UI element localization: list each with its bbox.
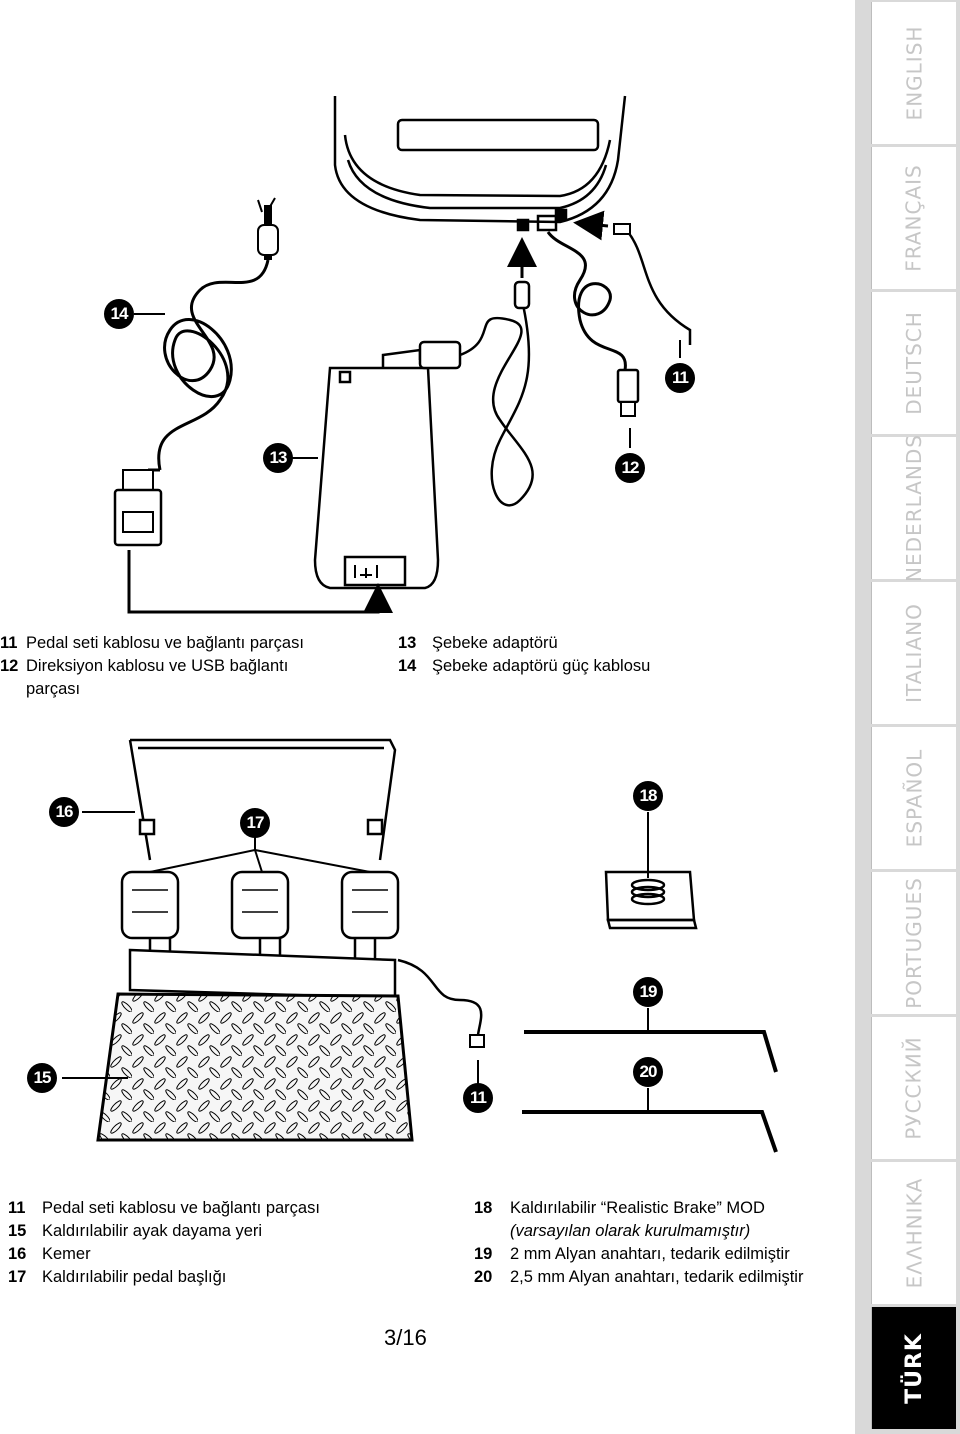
legend-top-right: 13 Şebeke adaptörü 14 Şebeke adaptörü gü…	[398, 632, 758, 678]
usb-cable-drawing	[546, 231, 640, 417]
power-adapter-drawing	[313, 280, 534, 590]
callout-12: 12	[615, 453, 645, 483]
tab-label: ITALIANO	[902, 603, 927, 703]
tab-espanol[interactable]: ESPAÑOL	[871, 727, 956, 869]
legend-text: Pedal seti kablosu ve bağlantı parçası	[26, 634, 304, 652]
callout-16: 16	[49, 797, 79, 827]
tab-greek[interactable]: ΕΛΛΗΝΙΚΑ	[871, 1162, 956, 1304]
legend-text-continuation: (varsayılan olarak kurulmamıştır)	[510, 1222, 751, 1240]
legend-item: 15 Kaldırılabilir ayak dayama yeri	[8, 1220, 428, 1243]
callout-17: 17	[240, 808, 270, 838]
legend-text: Kaldırılabilir “Realistic Brake” MOD	[510, 1199, 765, 1217]
legend-text: 2,5 mm Alyan anahtarı, tedarik edilmişti…	[510, 1268, 804, 1286]
hex-keys-drawing	[522, 1008, 778, 1153]
legend-item: 17 Kaldırılabilir pedal başlığı	[8, 1266, 428, 1289]
callout-18: 18	[633, 781, 663, 811]
legend-item: 11 Pedal seti kablosu ve bağlantı parças…	[0, 632, 360, 655]
legend-item: 13 Şebeke adaptörü	[398, 632, 758, 655]
legend-bottom-right: 18 Kaldırılabilir “Realistic Brake” MOD …	[474, 1197, 854, 1289]
language-tab-strip: ENGLISH FRANÇAIS DEUTSCH NEDERLANDS ITAL…	[855, 0, 960, 1434]
legend-text: Direksiyon kablosu ve USB bağlantı	[26, 657, 289, 675]
legend-number: 17	[8, 1268, 27, 1286]
callout-15: 15	[27, 1063, 57, 1093]
callout-19: 19	[633, 977, 663, 1007]
legend-number: 14	[398, 657, 417, 675]
pedal-set-drawing	[62, 738, 485, 1142]
legend-number: 11	[8, 1199, 26, 1217]
callout-11-top: 11	[665, 363, 695, 393]
legend-text: Kaldırılabilir ayak dayama yeri	[42, 1222, 263, 1240]
callout-13: 13	[263, 443, 293, 473]
brake-mod-drawing	[604, 812, 698, 930]
legend-number: 16	[8, 1245, 27, 1263]
pedal-cable-plug-drawing	[613, 223, 692, 345]
legend-text: Kemer	[42, 1245, 91, 1263]
legend-number: 18	[474, 1199, 493, 1217]
legend-number: 13	[398, 634, 417, 652]
tab-label: ΕΛΛΗΝΙΚΑ	[902, 1177, 927, 1289]
legend-item: 16 Kemer	[8, 1243, 428, 1266]
tab-turk-active[interactable]: TÜRK	[871, 1307, 956, 1429]
tab-deutsch[interactable]: DEUTSCH	[871, 292, 956, 434]
callout-11-bottom: 11	[463, 1083, 493, 1113]
tab-label: TÜRK	[901, 1332, 927, 1404]
legend-text-continuation: parçası	[26, 680, 81, 698]
legend-text: Şebeke adaptörü güç kablosu	[432, 657, 651, 675]
tab-label: РУССКИЙ	[902, 1036, 926, 1140]
legend-item: 18 Kaldırılabilir “Realistic Brake” MOD	[474, 1197, 854, 1220]
tab-label: DEUTSCH	[902, 311, 926, 415]
tab-italiano[interactable]: ITALIANO	[871, 582, 956, 724]
tab-nederlands[interactable]: NEDERLANDS	[871, 434, 956, 582]
legend-text: Kaldırılabilir pedal başlığı	[42, 1268, 227, 1286]
tab-label: FRANÇAIS	[902, 164, 927, 272]
tab-label: ESPAÑOL	[902, 748, 927, 848]
tab-english[interactable]: ENGLISH	[871, 2, 956, 144]
legend-top-left: 11 Pedal seti kablosu ve bağlantı parças…	[0, 632, 360, 701]
legend-number: 11	[0, 634, 18, 652]
tab-label: NEDERLANDS	[902, 434, 926, 582]
tab-francais[interactable]: FRANÇAIS	[871, 147, 956, 289]
callout-20: 20	[633, 1057, 663, 1087]
legend-number: 15	[8, 1222, 27, 1240]
legend-number: 20	[474, 1268, 493, 1286]
legend-number: 12	[0, 657, 19, 675]
wheel-base-drawing	[333, 95, 627, 232]
tab-label: ENGLISH	[902, 25, 926, 121]
legend-text: Şebeke adaptörü	[432, 634, 558, 652]
legend-bottom-left: 11 Pedal seti kablosu ve bağlantı parças…	[8, 1197, 428, 1289]
legend-item: 11 Pedal seti kablosu ve bağlantı parças…	[8, 1197, 428, 1220]
page-number: 3/16	[384, 1325, 427, 1350]
product-illustration	[62, 95, 778, 1153]
legend-item: 14 Şebeke adaptörü güç kablosu	[398, 655, 758, 678]
connection-arrows	[127, 210, 609, 614]
legend-item: 12 Direksiyon kablosu ve USB bağlantı	[0, 655, 360, 678]
callout-14: 14	[104, 299, 134, 329]
tab-portugues[interactable]: PORTUGUES	[871, 872, 956, 1014]
legend-item: 20 2,5 mm Alyan anahtarı, tedarik edilmi…	[474, 1266, 854, 1289]
power-cable-drawing	[113, 197, 279, 547]
tab-russian[interactable]: РУССКИЙ	[871, 1017, 956, 1159]
legend-number: 19	[474, 1245, 493, 1263]
legend-text: 2 mm Alyan anahtarı, tedarik edilmiştir	[510, 1245, 790, 1263]
tab-label: PORTUGUES	[902, 877, 927, 1009]
legend-text: Pedal seti kablosu ve bağlantı parçası	[42, 1199, 320, 1217]
legend-item: 19 2 mm Alyan anahtarı, tedarik edilmişt…	[474, 1243, 854, 1266]
